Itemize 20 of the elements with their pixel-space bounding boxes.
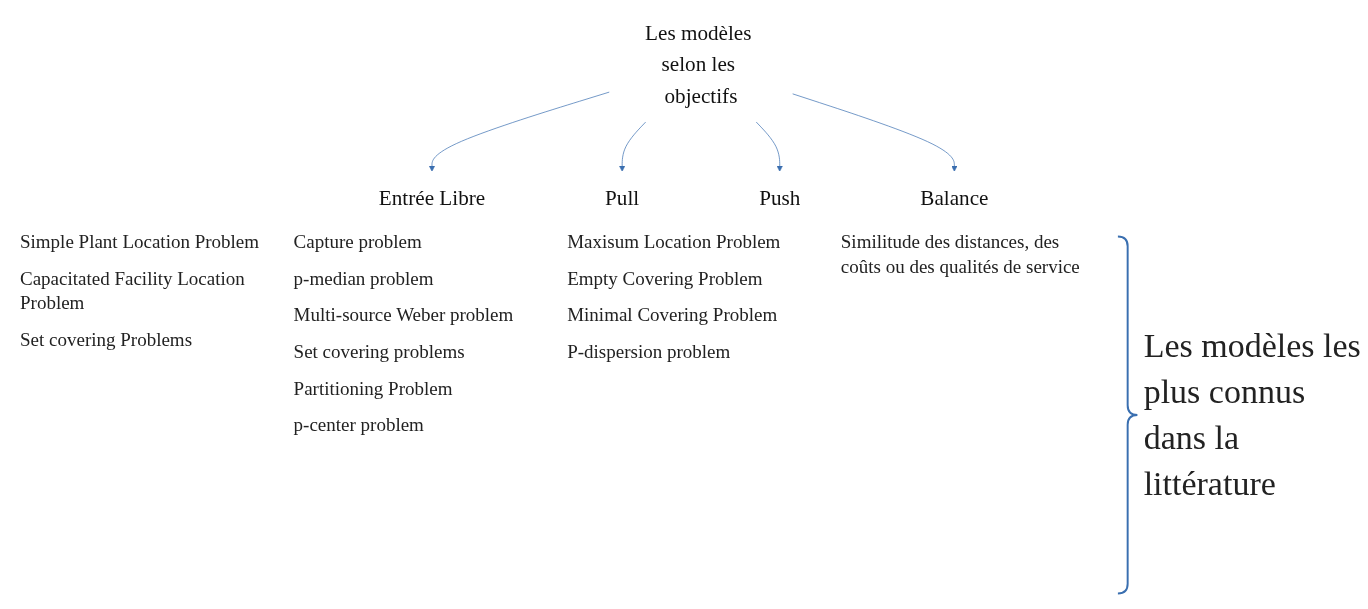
model-name: Empty Covering Problem <box>567 266 764 291</box>
side-note: Les modèles les plus connus dans la littérature <box>1143 326 1362 504</box>
node-text: Balance <box>920 186 989 210</box>
model-name: Partitioning Problem <box>293 376 454 401</box>
model-name: Set covering Problems <box>20 328 194 353</box>
node-text: Entrée Libre <box>379 186 486 210</box>
model-name: P-dispersion problem <box>567 340 732 365</box>
model-name: Multi-source Weber problem <box>293 303 515 328</box>
model-name: p-center problem <box>293 413 425 438</box>
model-name: Set covering problems <box>293 340 466 365</box>
model-name: p-median problem <box>293 266 435 291</box>
model-name: Maxisum Location Problem <box>567 230 782 254</box>
model-name: Capture problem <box>293 230 423 254</box>
model-name: Capacitated Facility Location Problem <box>20 266 246 316</box>
model-name: Simple Plant Location Problem <box>20 230 261 254</box>
node-text: Pull <box>605 186 640 210</box>
model-name: Similitude des distances, des coûts ou des qualités de service <box>840 230 1081 279</box>
node-text: Push <box>759 186 801 210</box>
model-name: Minimal Covering Problem <box>567 303 779 328</box>
node-text: Les modèles selon les objectifs <box>645 20 752 108</box>
